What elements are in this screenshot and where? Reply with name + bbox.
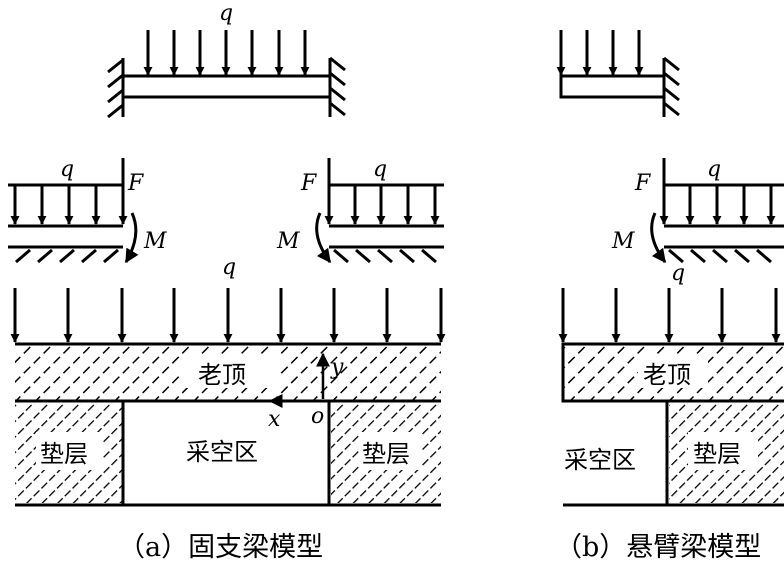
right-half-ground-hatch — [333, 248, 437, 264]
left-half-load-arrows — [10, 186, 128, 225]
right-half-load-label: q — [373, 157, 387, 182]
cantilever-half-moment-label: M — [611, 229, 635, 254]
origin-label: o — [311, 404, 324, 429]
roof-label: 老顶 — [198, 361, 246, 389]
caption-b: （b）悬臂梁模型 — [555, 532, 761, 563]
right-fixed-support — [328, 56, 346, 117]
strata-model-b: 老顶 垫层 采空区 — [558, 288, 784, 507]
cantilever-half-ground-hatch — [668, 248, 772, 264]
left-fixed-support — [107, 58, 125, 119]
pad-label-b: 垫层 — [693, 440, 741, 468]
cantilever-half-force-label: F — [634, 171, 651, 196]
left-half-moment-label: M — [143, 229, 167, 254]
left-half-moment-arrow — [124, 212, 139, 264]
ground-load-label: q — [222, 255, 236, 280]
cantilever-half-lower-label: q — [671, 261, 685, 286]
cantilever-half-moment-arrow — [650, 212, 667, 264]
goaf-label: 采空区 — [186, 438, 258, 466]
y-axis-label: y — [330, 355, 344, 380]
left-pad-label: 垫层 — [40, 440, 88, 468]
cantilever-body — [559, 74, 666, 99]
right-half-moment-label: M — [276, 229, 300, 254]
panel-a: q — [8, 1, 446, 563]
roof-label-b: 老顶 — [643, 361, 691, 389]
caption-a: （a）固支梁模型 — [118, 532, 323, 563]
right-half-force-label: F — [300, 171, 317, 196]
cantilever-half-load-label: q — [707, 157, 721, 182]
goaf-label-b: 采空区 — [564, 446, 636, 474]
fixed-beam: q — [107, 1, 346, 119]
left-half-force-label: F — [127, 171, 144, 196]
left-half-ground-hatch — [15, 248, 119, 264]
coordinate-axes: y x o — [268, 352, 344, 432]
cantilever-fixed-support — [662, 56, 680, 117]
ground-load-arrows — [10, 288, 446, 343]
fixed-beam-load-arrows — [143, 30, 310, 76]
panel-b: q F M q — [555, 30, 784, 563]
ground-load-arrows-b — [558, 288, 781, 343]
left-half-beam: q F M — [8, 157, 167, 264]
cantilever-load-arrows — [556, 30, 644, 76]
x-axis-label: x — [268, 407, 281, 432]
fixed-beam-load-label: q — [219, 1, 233, 26]
right-half-beam: q F M — [276, 157, 444, 264]
right-pad-label: 垫层 — [362, 440, 410, 468]
fixed-beam-body — [123, 74, 330, 99]
strata-model-a: q 老顶 垫层 垫层 — [10, 255, 446, 507]
right-half-load-arrows — [324, 186, 440, 225]
left-half-load-label: q — [60, 157, 74, 182]
right-half-moment-arrow — [315, 212, 332, 264]
cantilever-half-load-arrows — [659, 186, 776, 225]
cantilever-beam — [556, 30, 680, 117]
cantilever-half-beam: q F M q — [611, 157, 784, 286]
